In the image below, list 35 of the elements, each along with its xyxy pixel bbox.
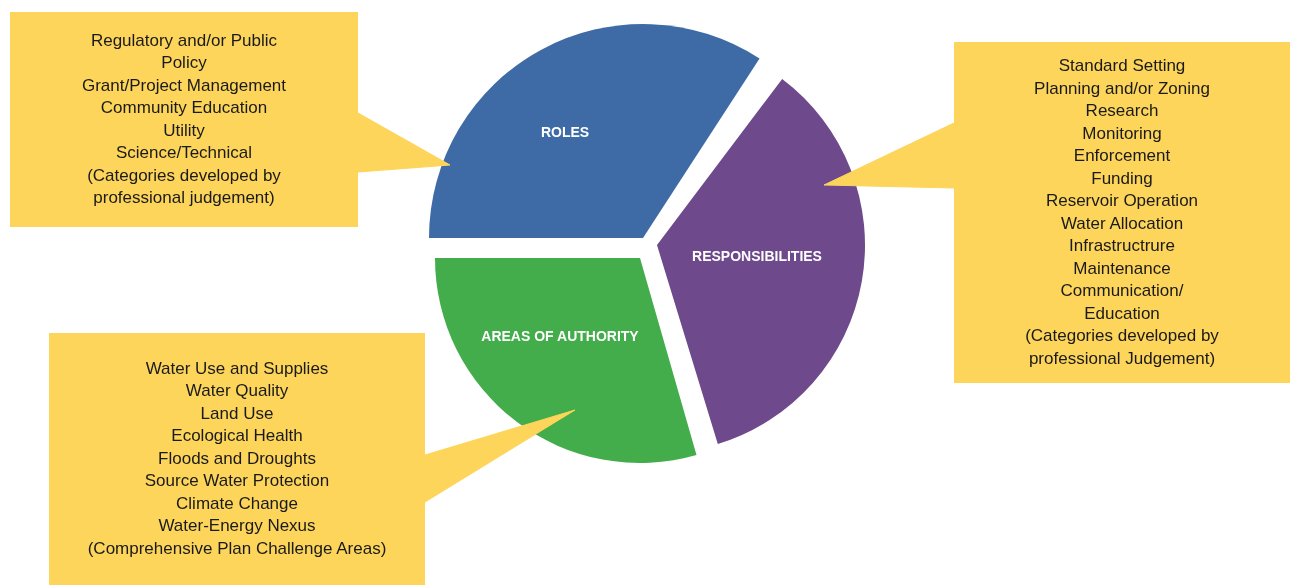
- list-item: Ecological Health: [171, 425, 303, 448]
- list-item: Utility: [163, 119, 205, 142]
- list-item: (Comprehensive Plan Challenge Areas): [87, 537, 387, 560]
- list-item: Infrastructrure Maintenance: [1068, 235, 1176, 280]
- list-item: Research: [1085, 100, 1159, 122]
- callout-box: [10, 12, 358, 227]
- callout-pointer: [823, 122, 955, 189]
- list-item: Water Quality: [185, 380, 289, 403]
- callout-pointer: [424, 409, 576, 503]
- list-item: Floods and Droughts: [158, 447, 316, 470]
- list-item: Water Use and Supplies: [145, 357, 329, 380]
- list-item: Grant/Project Management: [81, 74, 287, 97]
- list-item: Funding: [1091, 167, 1153, 190]
- list-item: Communication/ Education: [1059, 280, 1185, 325]
- list-item: Planning and/or Zoning: [1034, 77, 1210, 100]
- list-item: Reservoir Operation: [1045, 190, 1199, 212]
- list-item: (Categories developed by professional Judgement): [1024, 325, 1220, 370]
- slice-label: AREAS OF AUTHORITY: [481, 328, 639, 344]
- list-item: Science/Technical: [115, 142, 253, 164]
- list-item: Monitoring: [1082, 122, 1162, 145]
- list-item: Source Water Protection: [144, 470, 330, 493]
- list-item: Standard Setting: [1058, 55, 1186, 77]
- callout-box: [49, 333, 425, 585]
- list-item: Water-Energy Nexus: [158, 515, 316, 538]
- slice-label: RESPONSIBILITIES: [692, 248, 822, 264]
- list-item: Regulatory and/or Public Policy: [89, 29, 279, 74]
- slice-label: ROLES: [540, 124, 590, 140]
- list-item: Land Use: [200, 402, 274, 425]
- list-item: Water Allocation: [1060, 212, 1184, 235]
- callout-box: [954, 42, 1290, 383]
- list-item: Enforcement: [1073, 145, 1171, 167]
- list-item: (Categories developed by professional judgement): [86, 164, 282, 209]
- list-item: Climate Change: [176, 492, 298, 515]
- list-item: Community Education: [100, 97, 268, 119]
- callout-pointer: [357, 112, 451, 173]
